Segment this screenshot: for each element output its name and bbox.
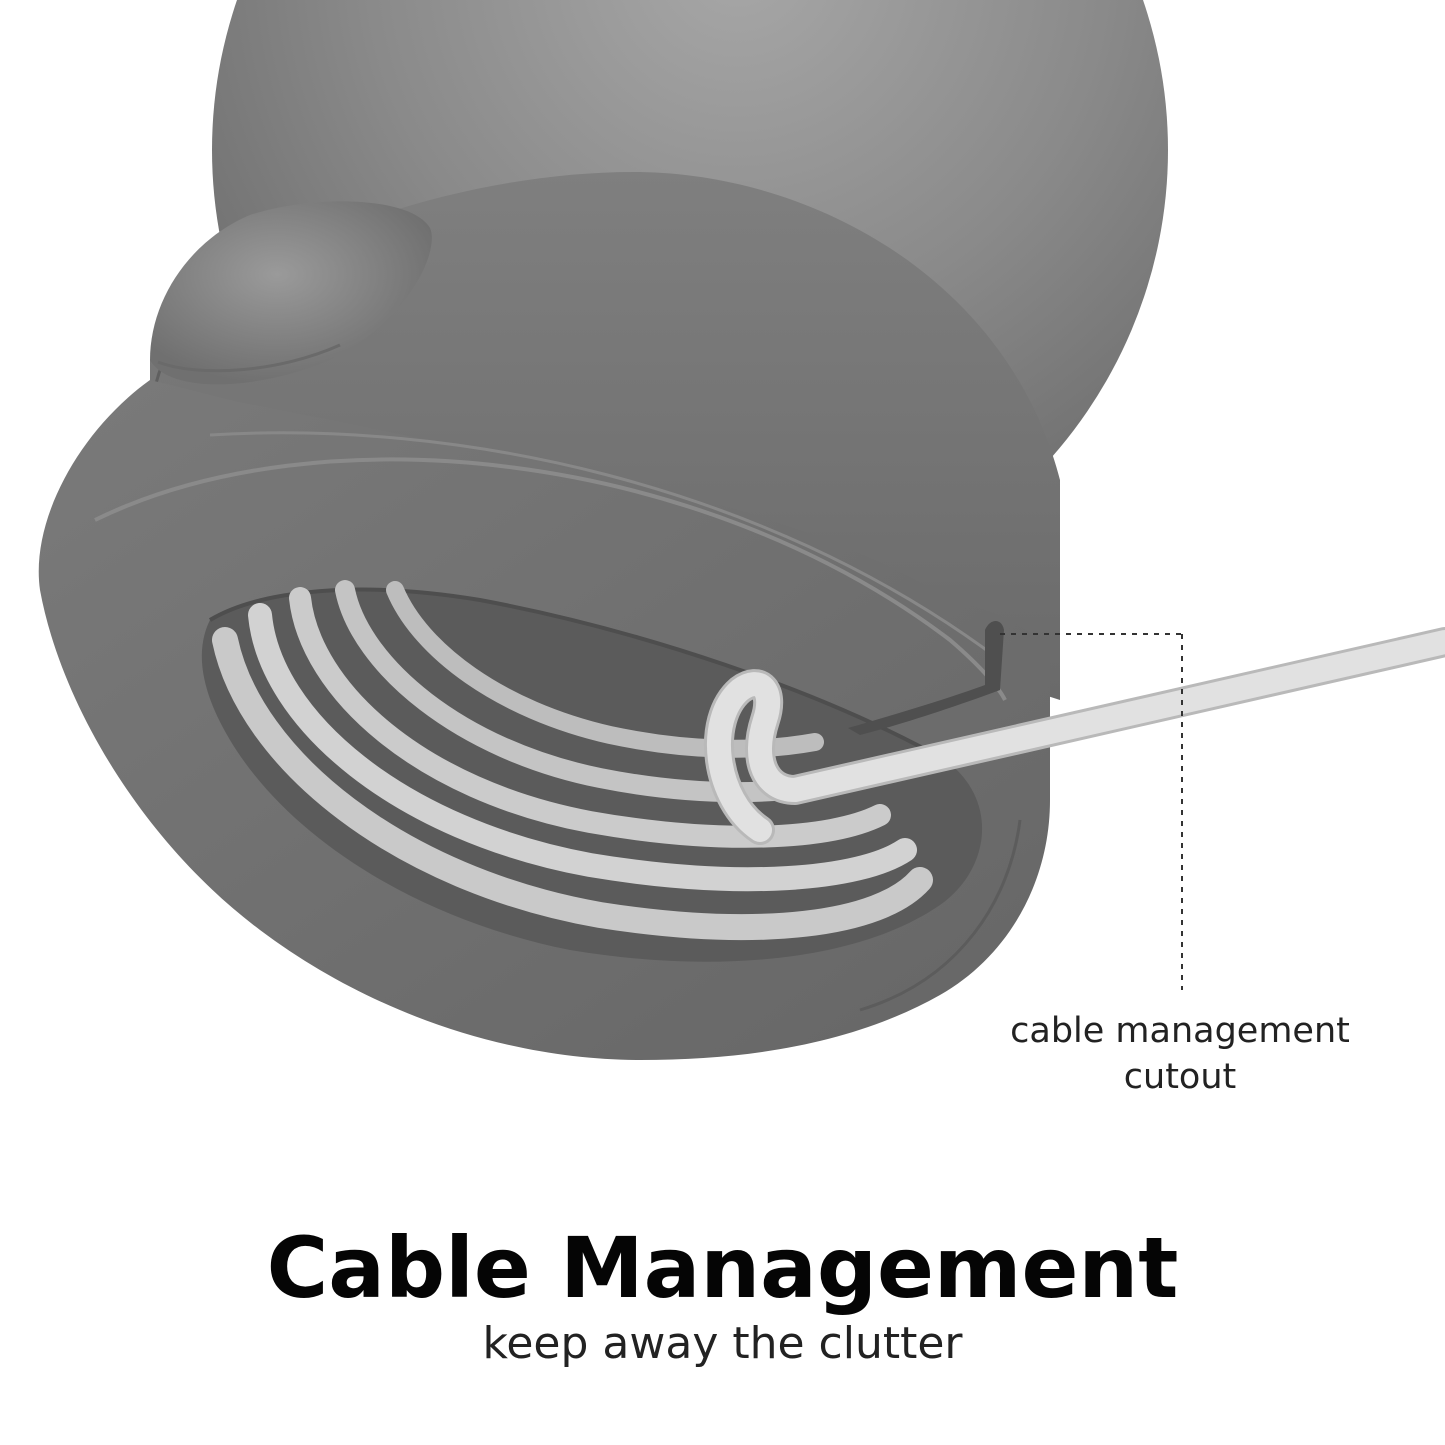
side-knob <box>150 201 432 385</box>
page-subtitle: keep away the clutter <box>482 1318 963 1369</box>
cable-cutout <box>848 621 1004 735</box>
callout-line-2: cutout <box>1123 1057 1237 1097</box>
page-title: Cable Management <box>266 1219 1179 1317</box>
exit-cable <box>704 627 1445 845</box>
callout-leader <box>1000 633 1183 990</box>
callout-label: cable management cutout <box>970 1008 1390 1100</box>
callout-line-1: cable management <box>1010 1011 1350 1051</box>
